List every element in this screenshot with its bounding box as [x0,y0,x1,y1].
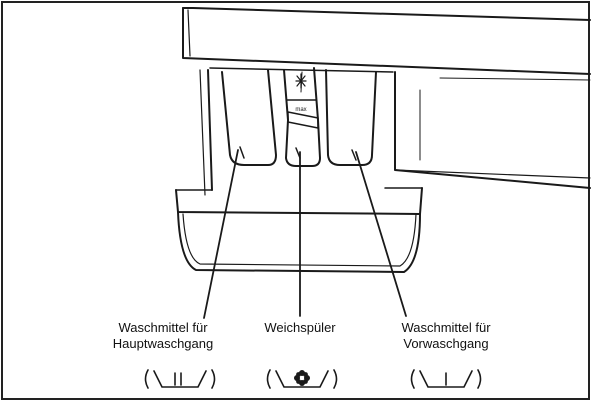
pre-wash-compartment [325,69,377,166]
machine-panel-front [182,7,591,75]
main-wash-compartment [221,69,277,166]
label-softener: Weichspüler [252,320,348,336]
softener-flower-symbol-icon [266,369,338,389]
leader-line-main-wash [203,149,239,319]
leader-line-pre-wash [355,151,407,317]
main-wash-compartment-symbol-icon [144,369,216,389]
label-pre-wash-line1: Waschmittel für [401,320,491,335]
max-marking: max [295,107,306,113]
housing-left [207,69,213,191]
softener-icon-on-insert [295,73,307,89]
pre-wash-compartment-symbol-icon [410,369,482,389]
label-pre-wash: Waschmittel für Vorwaschgang [388,320,504,352]
label-main-wash: Waschmittel für Hauptwaschgang [108,320,218,352]
drawer-top-edge [175,187,423,215]
label-main-wash-line2: Hauptwaschgang [112,336,214,351]
machine-top-edge [182,7,591,21]
label-pre-wash-line2: Vorwaschgang [403,336,489,351]
softener-compartment [283,67,321,167]
label-main-wash-line1: Waschmittel für [118,320,208,335]
label-softener-line1: Weichspüler [264,320,336,335]
